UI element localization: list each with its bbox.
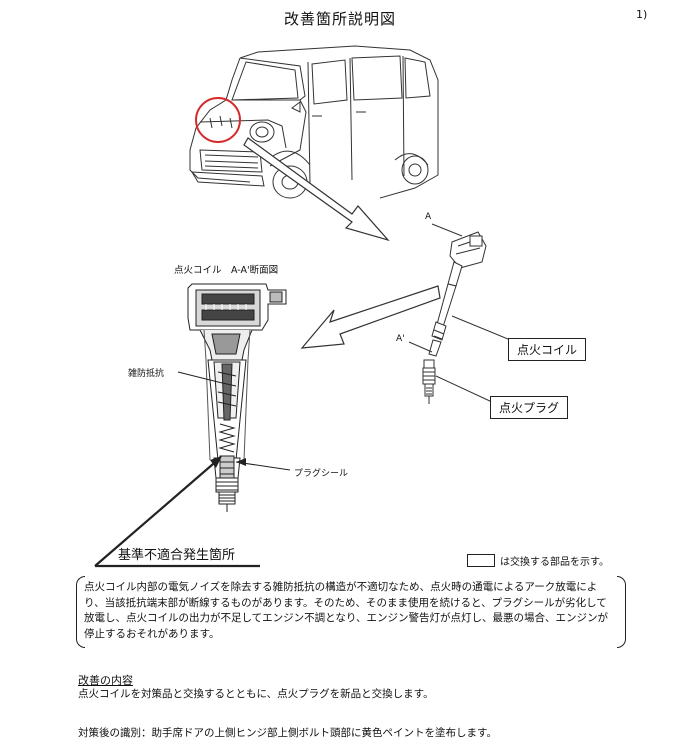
highlight-circle <box>195 97 241 143</box>
a-prime-leader <box>408 341 433 353</box>
description-box: 点火コイル内部の電気ノイズを除去する雑防抵抗の構造が不適切なため、点火時の通電に… <box>76 576 626 648</box>
car-illustration <box>189 45 439 199</box>
description-left-bracket <box>76 576 85 648</box>
spark-plug-exterior <box>422 359 436 404</box>
spark-plug-label: 点火プラグ <box>490 396 569 419</box>
plug-seal-arrowhead <box>236 458 246 466</box>
improvement-heading: 改善の内容 <box>78 674 133 687</box>
legend-text: は交換する部品を示す。 <box>500 557 609 568</box>
arrow-coil-to-section <box>300 285 441 349</box>
label-a: A <box>425 212 432 222</box>
page-title: 改善箇所説明図 <box>283 10 396 28</box>
legend-swatch <box>467 554 495 567</box>
description-right-bracket <box>617 576 626 648</box>
ignition-coil-section <box>187 283 287 512</box>
label-a-prime: A' <box>396 334 405 344</box>
improvement-body: 点火コイルを対策品と交換するとともに、点火プラグを新品と交換します。 <box>78 688 434 700</box>
defect-pointer <box>94 457 221 567</box>
defect-location-label: 基準不適合発生箇所 <box>118 548 236 563</box>
spark-plug-leader <box>435 375 493 403</box>
noise-resistor-leader <box>177 371 219 383</box>
ignition-coil-exterior <box>428 223 487 357</box>
identification-text: 対策後の識別：助手席ドアの上側ヒンジ部上側ボルト頭部に黄色ペイントを塗布します。 <box>78 727 497 739</box>
page-number: 1) <box>636 8 648 21</box>
description-text: 点火コイル内部の電気ノイズを除去する雑防抵抗の構造が不適切なため、点火時の通電に… <box>84 581 608 640</box>
noise-resistor-label: 雑防抵抗 <box>128 369 165 379</box>
ignition-coil-label: 点火コイル <box>508 338 587 361</box>
plug-seal-label: プラグシール <box>294 469 349 479</box>
arrow-car-to-coil <box>243 137 390 242</box>
section-view-label: 点火コイル A-A'断面図 <box>174 265 279 276</box>
